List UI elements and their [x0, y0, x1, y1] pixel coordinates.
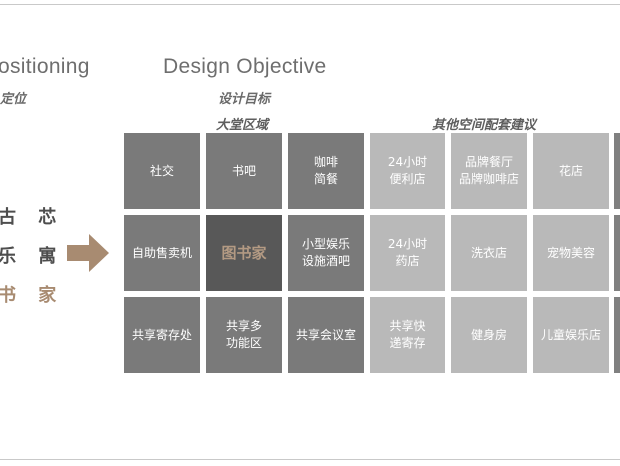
other-cell-parcel: 共享快 递寄存 — [370, 297, 445, 373]
keyword-2: 乐 寓 — [0, 246, 65, 267]
other-cell-restaurant: 品牌餐厅 品牌咖啡店 — [451, 133, 527, 209]
lobby-cell-meeting: 共享会议室 — [288, 297, 364, 373]
keyword-1: 古 芯 — [0, 207, 65, 228]
lobby-cell-multifunction: 共享多 功能区 — [206, 297, 282, 373]
cropped-cell-2 — [614, 215, 620, 291]
top-divider — [0, 4, 620, 5]
right-arrow-icon — [67, 234, 109, 272]
other-cell-gym: 健身房 — [451, 297, 527, 373]
other-cell-convenience: 24小时 便利店 — [370, 133, 445, 209]
group-label-other: 其他空间配套建议 — [432, 118, 537, 133]
other-cell-pharmacy: 24小时 药店 — [370, 215, 445, 291]
bottom-divider — [0, 459, 620, 460]
lobby-cell-social: 社交 — [124, 133, 200, 209]
cropped-cell-3 — [614, 297, 620, 373]
lobby-cell-book-home: 图书家 — [206, 215, 282, 291]
objective-heading-en: Design Objective — [163, 55, 327, 78]
other-cell-laundry: 洗衣店 — [451, 215, 527, 291]
positioning-heading-en: ositioning — [0, 55, 90, 78]
positioning-heading-cn: 定位 — [0, 92, 27, 107]
keyword-3: 书 家 — [0, 285, 65, 306]
lobby-cell-storage: 共享寄存处 — [124, 297, 200, 373]
lobby-cell-vending: 自助售卖机 — [124, 215, 200, 291]
group-label-lobby: 大堂区域 — [216, 118, 269, 133]
lobby-cell-entertainment-bar: 小型娱乐 设施酒吧 — [288, 215, 364, 291]
lobby-cell-coffee: 咖啡 简餐 — [288, 133, 364, 209]
cropped-cell-1 — [614, 133, 620, 209]
other-cell-kids: 儿童娱乐店 — [533, 297, 609, 373]
lobby-cell-book-bar: 书吧 — [206, 133, 282, 209]
objective-heading-cn: 设计目标 — [218, 92, 271, 107]
other-cell-florist: 花店 — [533, 133, 609, 209]
other-cell-pet: 宠物美容 — [533, 215, 609, 291]
